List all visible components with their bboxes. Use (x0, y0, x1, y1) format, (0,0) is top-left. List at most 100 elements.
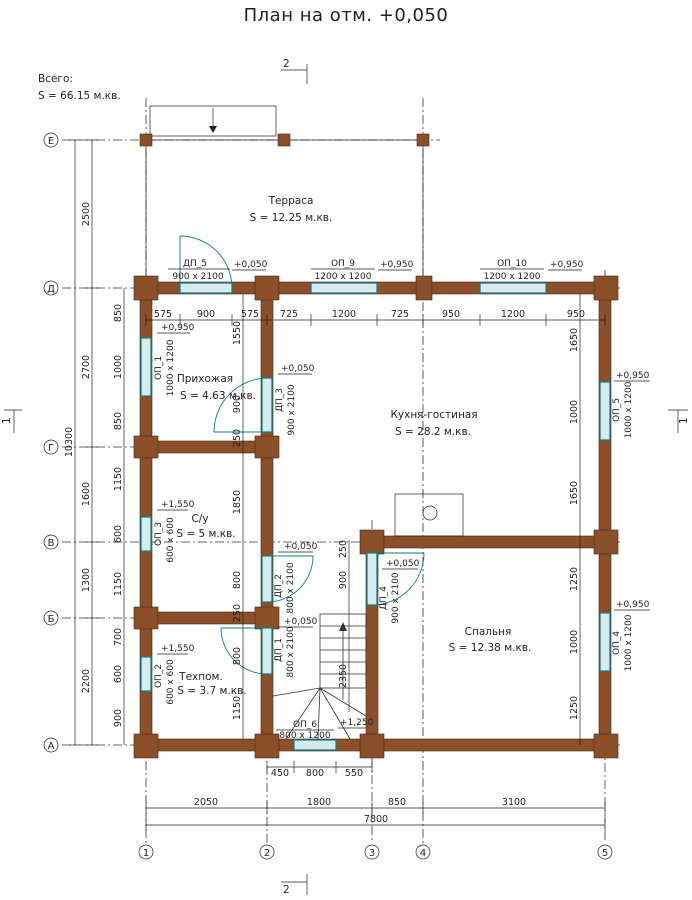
opening-name: ОП_10 (497, 259, 527, 269)
label-dp5: ДП_5 900 х 2100 +0,050 (168, 259, 268, 282)
axis-label: Б (48, 614, 55, 625)
axis-bubble-col-2: 2 (259, 844, 275, 860)
axis-label: Е (48, 136, 54, 147)
axis-bubble-row-v: В (43, 534, 59, 550)
door-dp1 (261, 627, 273, 675)
opening-name: ДП_3 (275, 388, 285, 412)
dimension-label: 950 (567, 309, 585, 320)
label-op5: +0,950 ОП_5 1000 х 1200 (612, 371, 650, 438)
label-dp2: +0,050 ДП_2 800 х 2100 (274, 542, 318, 614)
dimension-label: 725 (391, 309, 409, 320)
dimension-label: 900 (197, 309, 215, 320)
dimension-label: 600 (113, 665, 124, 683)
label-dp3: +0,050 ДП_3 900 х 2100 (275, 364, 315, 436)
axis-label: 5 (602, 848, 608, 859)
axis-label: Г (48, 443, 54, 454)
left-span-dimensions: 2500 2700 1600 1300 2200 (81, 139, 98, 746)
opening-level: +1,550 (161, 644, 195, 654)
dimension-label: 1650 (569, 481, 580, 505)
window-op6 (293, 739, 337, 751)
label-op10: ОП_10 1200 х 1200 +0,950 (480, 259, 584, 282)
section-mark-left: 1 (1, 409, 22, 433)
axis-bubble-row-g: Г (43, 439, 59, 455)
opening-name: ОП_5 (612, 398, 622, 422)
total-area: S = 66.15 м.кв. (38, 90, 121, 102)
opening-level: +0,050 (281, 364, 315, 374)
axis-bubble-col-5: 5 (597, 844, 613, 860)
axis-label: 4 (420, 848, 426, 859)
opening-name: ОП_6 (293, 720, 317, 730)
opening-name: ОП_3 (154, 522, 164, 546)
dimension-label: 900 (338, 571, 349, 589)
opening-level: +0,050 (386, 559, 420, 569)
terrace-post (416, 133, 430, 147)
dimension-label: 1300 (81, 568, 92, 592)
dimension-label: 1850 (232, 490, 243, 514)
stair (272, 613, 367, 740)
dimension-label: 10300 (64, 427, 75, 457)
room-area-hall: S = 4.63 м.кв. (180, 390, 256, 402)
dimension-label: 1000 (113, 355, 124, 379)
dimension-label: 850 (113, 304, 124, 322)
dimension-label: 850 (388, 797, 406, 808)
dimension-label: 1200 (332, 309, 356, 320)
dimension-label: 1000 (569, 400, 580, 424)
dimension-label: 2500 (81, 202, 92, 226)
label-dp4: +0,050 ДП_4 900 х 2100 (379, 559, 420, 624)
room-name-terrace: Терраса (268, 195, 314, 207)
window-op4 (599, 612, 611, 672)
section-mark-label: 2 (283, 58, 290, 70)
opening-level: +0,950 (161, 323, 195, 333)
label-op3: +1,550 ОП_3 600 х 600 (154, 500, 195, 563)
section-mark-label: 1 (678, 417, 690, 424)
section-mark-top: 2 (281, 58, 308, 84)
dimension-label: 800 (306, 768, 324, 779)
section-mark-label: 2 (283, 884, 290, 896)
stove (394, 493, 464, 537)
room-area-kitchen-living: S = 28.2 м.кв. (395, 426, 471, 438)
room-name-hall: Прихожая (177, 373, 233, 385)
dimension-label: 1000 (569, 630, 580, 654)
label-op9: ОП_9 1200 х 1200 +0,950 (311, 259, 414, 282)
window-op3 (140, 516, 152, 552)
dimension-label: 700 (113, 628, 124, 646)
axis-label: Д (47, 284, 55, 295)
opening-name: ДП_2 (274, 574, 284, 598)
dimension-label: 600 (113, 525, 124, 543)
dimension-label: 900 (232, 395, 243, 413)
opening-size: 1000 х 1200 (624, 614, 634, 671)
bottom-span-dimensions: 2050 1800 850 3100 (145, 797, 606, 814)
opening-name: ОП_1 (154, 356, 164, 380)
axis-bubble-row-b: Б (43, 610, 59, 626)
axis-bubble-col-1: 1 (138, 844, 154, 860)
dimension-label: 250 (338, 540, 349, 558)
door-dp5 (179, 282, 233, 294)
dimension-label: 575 (241, 309, 259, 320)
doors (179, 235, 425, 675)
top-wall-dimensions: 575 900 575 725 1200 725 950 1200 950 (145, 309, 606, 326)
section-mark-bottom: 2 (281, 874, 308, 896)
dimension-label: 2700 (81, 355, 92, 379)
right-wall-dimensions: 1650 1000 1650 1250 1000 1250 (569, 294, 581, 745)
window-op5 (599, 381, 611, 441)
door-dp3 (261, 377, 273, 433)
opening-size: 1200 х 1200 (484, 272, 541, 282)
dimension-label: 1150 (232, 696, 243, 720)
room-area-bathroom: S = 5 м.кв. (176, 528, 235, 540)
opening-size: 900 х 2100 (287, 384, 297, 435)
dimension-label: 800 (232, 571, 243, 589)
axis-bubble-row-a: А (43, 737, 59, 753)
room-name-kitchen-living: Кухня-гостиная (390, 409, 477, 421)
opening-level: +0,950 (616, 371, 650, 381)
axis-label: 1 (143, 848, 149, 859)
dimension-label: 950 (442, 309, 460, 320)
opening-name: ОП_2 (154, 664, 164, 688)
axis-bubble-row-d: Д (43, 280, 59, 296)
opening-size: 900 х 2100 (391, 572, 401, 623)
window-op1 (140, 337, 152, 397)
dimension-label: 900 (113, 709, 124, 727)
total-label: Всего: (38, 73, 73, 85)
opening-size: 800 х 2100 (286, 562, 296, 613)
dimension-label: 800 (232, 647, 243, 665)
